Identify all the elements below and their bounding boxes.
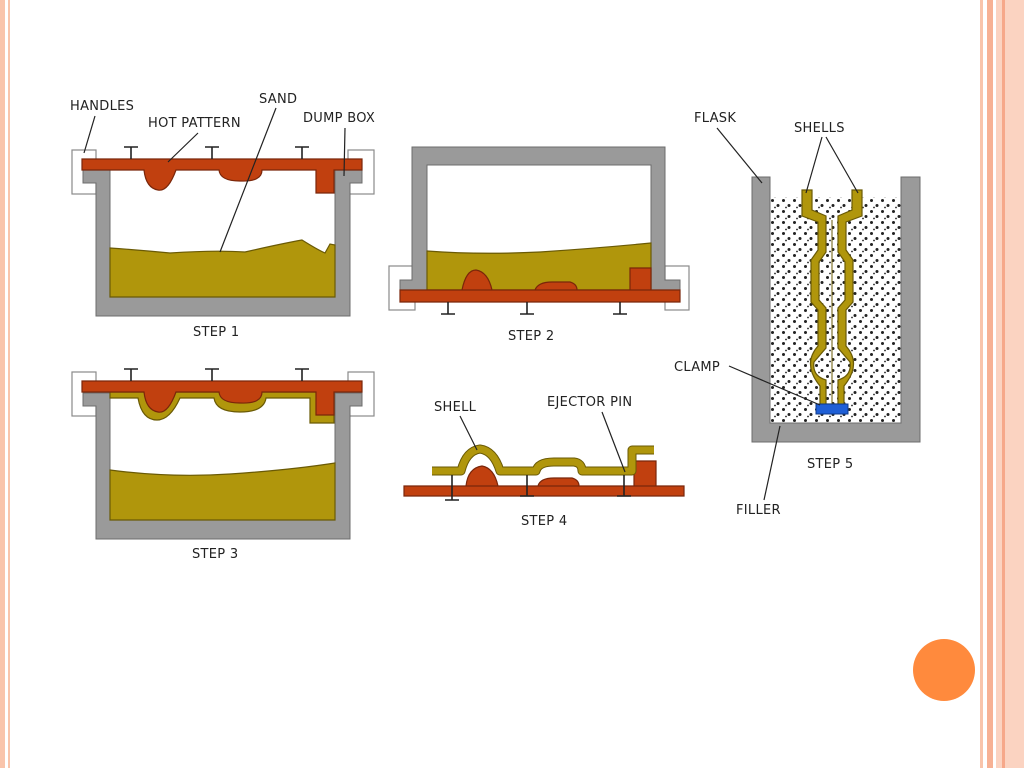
caption-step1: STEP 1 [193, 325, 239, 340]
step4-ejector-pins [445, 475, 631, 501]
label-shell: SHELL [434, 400, 477, 415]
step1-figure [71, 146, 375, 317]
step5-clamp [815, 403, 849, 415]
step1-sand [109, 239, 336, 298]
step2-figure [388, 146, 690, 315]
label-shells: SHELLS [794, 121, 845, 136]
step2-dump-box [399, 146, 681, 291]
sand-leader [219, 107, 277, 253]
step2-pins [441, 302, 627, 315]
label-sand: SAND [259, 92, 297, 107]
handles-leader [83, 115, 96, 154]
step3-figure [71, 368, 375, 540]
step4-figure [403, 444, 685, 501]
shell-leader [459, 415, 478, 451]
step5-figure [751, 176, 921, 443]
step3-hot-pattern [81, 380, 363, 416]
label-ejector-pin: EJECTOR PIN [547, 395, 632, 410]
clamp-leader [728, 365, 821, 406]
step3-sand [109, 462, 336, 521]
ejector-pin-leader [601, 411, 626, 473]
accent-circle [913, 639, 975, 701]
label-handles: HANDLES [70, 99, 134, 114]
labels: HANDLES SAND HOT PATTERN DUMP BOX FLASK … [70, 92, 853, 562]
step5-filler [770, 197, 901, 423]
hot-pattern-leader [167, 132, 199, 163]
step5-flask [751, 176, 921, 443]
step4-hot-pattern [403, 460, 685, 497]
caption-step4: STEP 4 [521, 514, 567, 529]
step2-hot-pattern [399, 267, 681, 303]
filler-leader [763, 425, 781, 501]
label-flask: FLASK [694, 111, 736, 126]
caption-step2: STEP 2 [508, 329, 554, 344]
flask-leader [716, 127, 763, 184]
caption-step5: STEP 5 [807, 457, 853, 472]
step4-shell [432, 445, 654, 475]
dump-box-leader [343, 127, 346, 177]
shells-leader [805, 136, 859, 194]
step1-pins [124, 146, 309, 159]
label-dump-box: DUMP BOX [303, 111, 375, 126]
step1-hot-pattern [81, 158, 363, 194]
label-filler: FILLER [736, 503, 781, 518]
step1-handle-right [347, 149, 375, 195]
step2-sand [426, 242, 652, 291]
caption-step3: STEP 3 [192, 547, 238, 562]
step5-shells [801, 189, 863, 411]
step3-pins [124, 368, 309, 381]
label-hot-pattern: HOT PATTERN [148, 116, 241, 131]
leader-lines [83, 107, 859, 501]
label-clamp: CLAMP [674, 360, 720, 375]
